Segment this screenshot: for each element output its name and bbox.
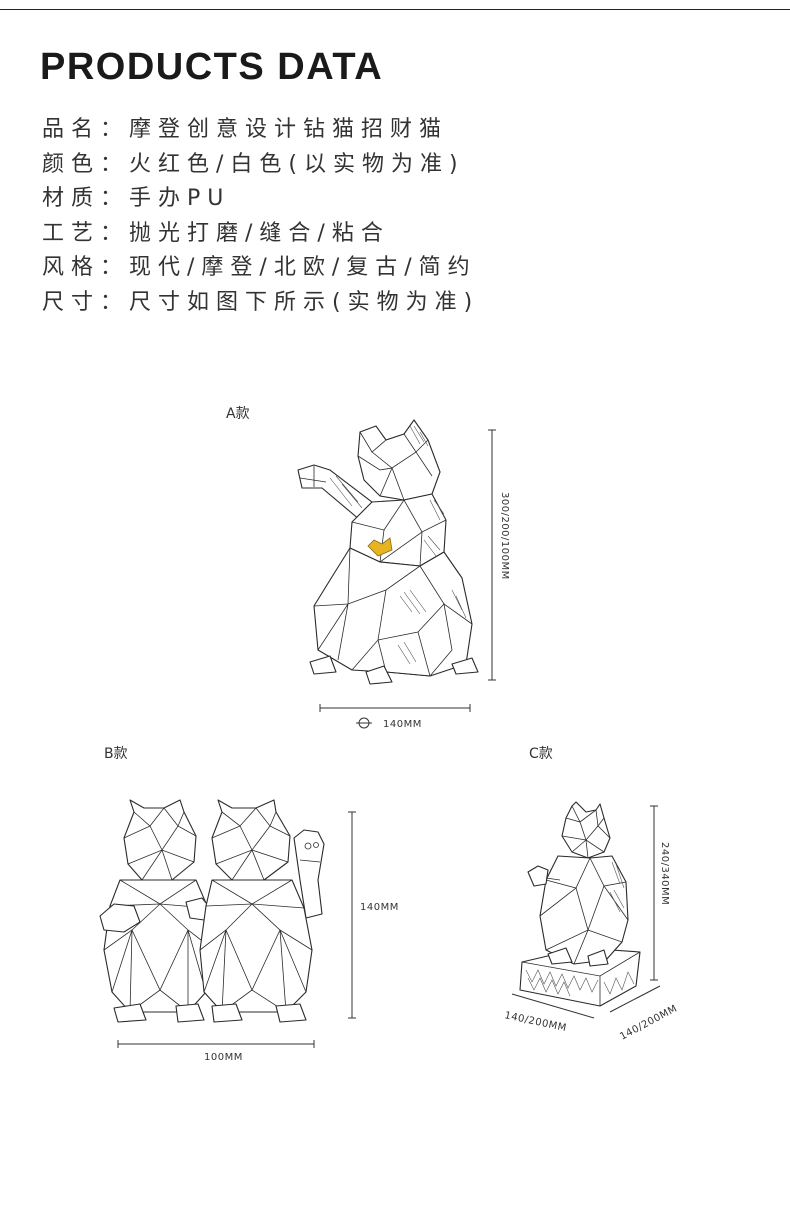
spec-label: 尺寸： xyxy=(42,289,130,315)
variant-c: C款 xyxy=(503,746,679,1043)
spec-row-style: 风格：现代/摩登/北欧/复古/简约 xyxy=(42,251,479,286)
spec-label: 工艺： xyxy=(42,220,130,246)
dim-c-depth: 140/200MM xyxy=(618,1003,679,1042)
spec-value: 抛光打磨/缝合/粘合 xyxy=(129,220,390,246)
spec-value: 火红色/白色(以实物为准) xyxy=(129,151,465,177)
top-divider xyxy=(0,9,790,10)
variant-b-label: B款 xyxy=(104,746,128,762)
dim-b-height: 140MM xyxy=(360,902,399,913)
dim-c-height: 240/340MM xyxy=(659,842,670,905)
spec-list: 品名：摩登创意设计钻猫招财猫 颜色：火红色/白色(以实物为准) 材质：手办PU … xyxy=(42,113,479,320)
spec-row-craft: 工艺：抛光打磨/缝合/粘合 xyxy=(42,217,479,252)
spec-value: 尺寸如图下所示(实物为准) xyxy=(129,289,480,315)
spec-row-name: 品名：摩登创意设计钻猫招财猫 xyxy=(42,113,479,148)
variant-c-label: C款 xyxy=(529,746,553,762)
spec-label: 风格： xyxy=(42,255,130,280)
cat-c-sketch xyxy=(519,801,641,1007)
dim-line-c-width xyxy=(511,993,595,1019)
spec-label: 颜色： xyxy=(42,151,130,177)
dim-b-width: 100MM xyxy=(204,1052,243,1063)
spec-value: 手办PU xyxy=(129,186,231,211)
spec-row-size: 尺寸：尺寸如图下所示(实物为准) xyxy=(42,286,479,321)
spec-row-material: 材质：手办PU xyxy=(42,182,479,217)
spec-row-color: 颜色：火红色/白色(以实物为准) xyxy=(42,148,479,183)
spec-value: 现代/摩登/北欧/复古/简约 xyxy=(129,255,477,280)
cat-b-sketch xyxy=(99,799,325,1023)
gold-diamond-icon xyxy=(367,537,393,557)
spec-value: 摩登创意设计钻猫招财猫 xyxy=(129,117,449,142)
spec-label: 材质： xyxy=(42,186,130,211)
dim-a-width: 140MM xyxy=(383,719,422,730)
spec-label: 品名： xyxy=(42,117,130,142)
dim-line-c-depth xyxy=(609,985,661,1013)
page-title: PRODUCTS DATA xyxy=(40,46,384,88)
dim-c-width: 140/200MM xyxy=(503,1010,567,1034)
dim-a-height: 300/200/100MM xyxy=(499,492,510,580)
variant-b: B款 xyxy=(99,746,399,1063)
cat-a-sketch xyxy=(297,419,479,685)
variant-a-label: A款 xyxy=(226,406,250,422)
variant-a: A款 xyxy=(226,406,510,730)
